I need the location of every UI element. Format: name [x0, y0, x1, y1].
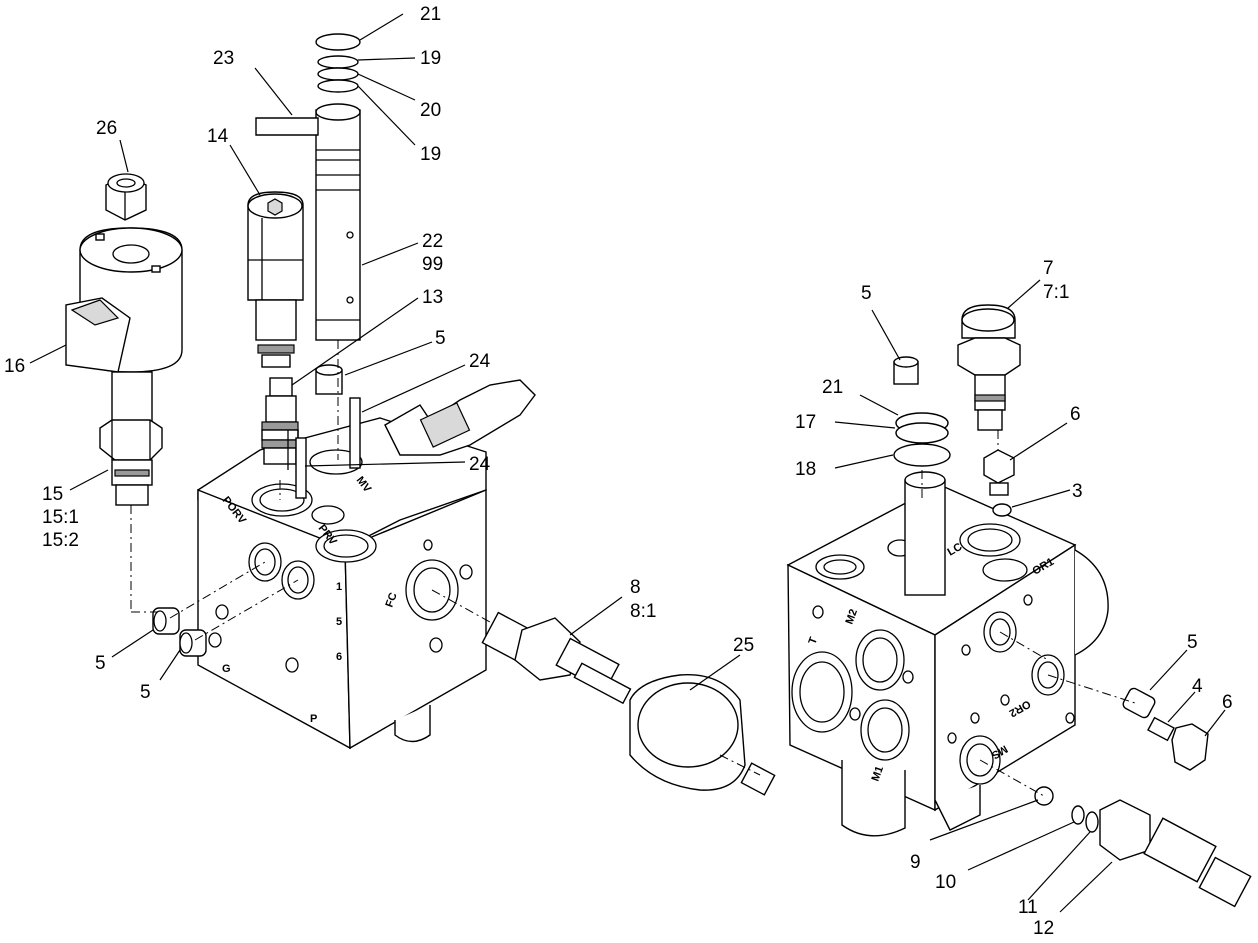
- connector-left-block: [384, 379, 536, 456]
- left-valve-block: [197, 417, 487, 750]
- part-right-spool: [893, 356, 951, 596]
- part-11-ring: [1085, 811, 1099, 833]
- callout-19-a: 19: [420, 48, 441, 69]
- part-5-plugs-left: [152, 607, 207, 657]
- callout-13: 13: [422, 287, 443, 308]
- part-25-cap: [629, 674, 776, 796]
- callout-25: 25: [733, 635, 754, 656]
- callout-6-top: 6: [1070, 404, 1081, 425]
- callout-5-left-b: 5: [140, 682, 151, 703]
- part-26-nut: [105, 173, 147, 221]
- part-24-pin-b: [295, 437, 307, 499]
- port-label-fc: FC: [384, 591, 400, 609]
- part-16-solenoid-coil: [65, 227, 183, 373]
- part-9-ball: [1034, 786, 1054, 806]
- callout-11: 11: [1018, 897, 1038, 918]
- callout-12: 12: [1033, 918, 1054, 939]
- callout-21-top: 21: [420, 4, 441, 25]
- callout-17: 17: [795, 412, 816, 433]
- callout-99: 99: [422, 254, 443, 275]
- callout-4: 4: [1192, 676, 1203, 697]
- callout-6-right: 6: [1222, 692, 1233, 713]
- port-label-m1: M1: [870, 765, 887, 783]
- callout-26: 26: [96, 118, 117, 139]
- part-7-relief-cartridge: [957, 304, 1021, 431]
- port-label-g: G: [222, 663, 231, 675]
- part-10-ring: [1071, 805, 1085, 825]
- port-label-6: 6: [336, 651, 342, 663]
- part-14-relief-valve: [247, 191, 304, 368]
- center-lines: [130, 340, 1136, 797]
- port-label-p: P: [310, 713, 317, 725]
- callout-7: 7: [1043, 258, 1054, 279]
- port-label-1: 1: [336, 581, 342, 593]
- top-ring-stack: [315, 33, 361, 93]
- callout-21-right: 21: [822, 377, 843, 398]
- callout-14: 14: [207, 126, 229, 147]
- callout-8: 8: [630, 577, 641, 598]
- callout-23: 23: [213, 48, 234, 69]
- callout-5-right-top: 5: [861, 283, 872, 304]
- part-8-sensor: [481, 611, 632, 705]
- part-6-plug-right: [1171, 723, 1209, 771]
- port-label-m2: M2: [844, 608, 861, 626]
- callout-20: 20: [420, 100, 441, 121]
- part-15-cartridge: [99, 371, 163, 506]
- callout-9: 9: [910, 852, 921, 873]
- part-13-spool: [261, 377, 299, 480]
- part-22-spool: [255, 103, 361, 341]
- part-4-spring: [1147, 716, 1175, 742]
- part-12-pressure-sensor: [1099, 799, 1252, 908]
- callout-19-b: 19: [420, 144, 441, 165]
- callout-22: 22: [422, 231, 443, 252]
- callout-10: 10: [935, 872, 956, 893]
- part-5-plug-right: [1122, 687, 1156, 719]
- callout-5-top: 5: [435, 328, 446, 349]
- callout-7-1: 7:1: [1043, 282, 1069, 303]
- callout-15: 15: [42, 484, 63, 505]
- callout-24-a: 24: [469, 351, 491, 372]
- callout-8-1: 8:1: [630, 601, 656, 622]
- part-24-pin-a: [349, 397, 361, 469]
- callout-5-right: 5: [1187, 632, 1198, 653]
- callout-15-2: 15:2: [42, 530, 79, 551]
- callout-5-left-a: 5: [95, 653, 106, 674]
- callout-24-b: 24: [469, 454, 491, 475]
- port-label-t: T: [807, 635, 821, 646]
- callout-18: 18: [795, 459, 816, 480]
- callout-15-1: 15:1: [42, 507, 79, 528]
- leader-lines: [29, 13, 1226, 913]
- right-valve-block: [786, 484, 1109, 837]
- port-label-5: 5: [336, 616, 342, 628]
- callout-16: 16: [4, 356, 25, 377]
- callout-3: 3: [1072, 481, 1083, 502]
- callout-labels: 21 19 20 19 23 26 14 22 99 13 5 24 24 16…: [4, 4, 1233, 939]
